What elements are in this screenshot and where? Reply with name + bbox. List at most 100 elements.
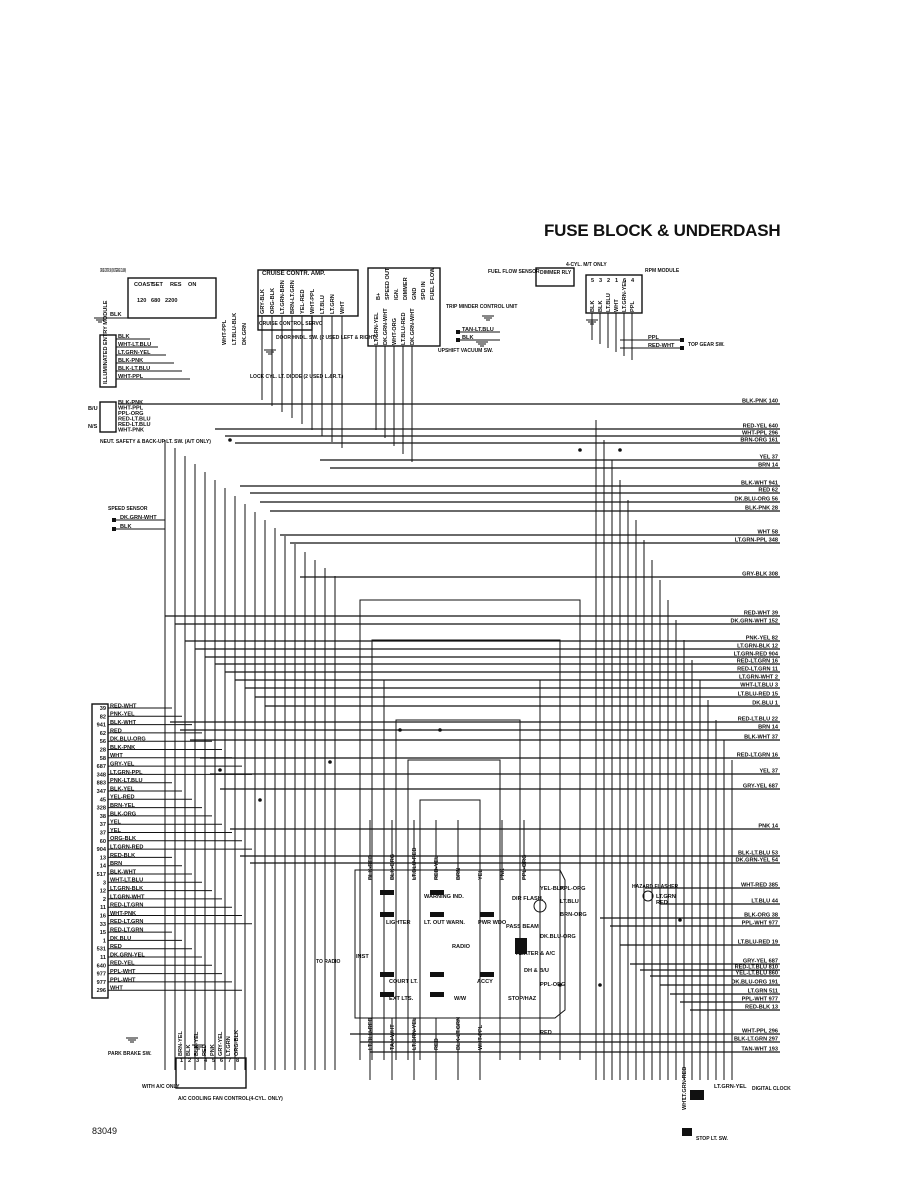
- rpm-caption: RPM MODULE: [645, 268, 680, 274]
- rpm-wire-label: BLK: [590, 301, 596, 313]
- door-handle-caption: DOOR HNDL. SW. (2 USED LEFT & RIGHT): [276, 335, 377, 341]
- with-ac-caption: WITH A/C ONLY: [142, 1084, 180, 1090]
- hazard-flasher-icon: [642, 890, 654, 902]
- rpm-pin-number: 5: [591, 278, 594, 284]
- park-brake-caption: PARK BRAKE SW.: [108, 1051, 152, 1057]
- upshift-caption: UPSHIFT VACUUM SW.: [438, 348, 494, 354]
- left-wire-number: 883: [97, 781, 106, 787]
- neutral-wire-label: RED-LT.BLU: [118, 422, 151, 428]
- rpm-module-box: [585, 274, 643, 314]
- left-wire-label: ORG-BLK: [110, 836, 136, 842]
- left-wire-label: WHT-LT.BLU: [110, 878, 143, 884]
- left-wire-label: YEL: [110, 828, 121, 834]
- amp-pin-label: LT.GRN: [330, 294, 336, 314]
- junction-dot: [398, 728, 402, 732]
- cruise-switch-box: [127, 277, 217, 319]
- right-wire-label: RED-YEL 640: [743, 424, 778, 430]
- left-wire-label: DK.GRN-YEL: [110, 952, 145, 958]
- left-wire-number: 941: [97, 723, 106, 729]
- left-wire-label: RED-LT.GRN: [110, 928, 143, 934]
- fuse-slot: [380, 992, 394, 997]
- fuse-top-wire-label: LT.BLU-RED: [412, 847, 418, 880]
- neutral-wire-label: PPL-ORG: [118, 411, 143, 417]
- wire-layer: [94, 313, 780, 1136]
- left-wire-label: GRY-YEL: [110, 762, 135, 768]
- left-wire-label: PPL-WHT: [110, 969, 136, 975]
- cruise-resistor-value: 2200: [165, 298, 177, 304]
- left-wire-label: WHT-PNK: [110, 911, 136, 917]
- four-cyl-caption: 4-CYL. M/T ONLY: [566, 262, 607, 268]
- fuse-mid-wire-label: RED: [540, 1030, 552, 1036]
- trip-pin-name: DIMMER: [403, 277, 409, 300]
- trip-pin-name: SPEED OUT: [385, 267, 391, 300]
- right-wire-label: RED 62: [758, 488, 778, 494]
- left-wire-number: 62: [100, 731, 106, 737]
- neutral-wire-label: WHT-PNK: [118, 428, 144, 434]
- rpm-wire-label: LT.GRN-YEL: [622, 279, 628, 312]
- lower-wire-label: BLK-LT.GRN: [456, 1017, 462, 1050]
- right-wire-label: WHT-PPL 296: [742, 1029, 778, 1035]
- rpm-wire-label: BLK: [598, 301, 604, 313]
- servo-wire-label: DK.GRN: [242, 323, 248, 345]
- cruise-amp-caption: CRUISE CONTR. AMP.: [262, 271, 325, 277]
- left-wire-label: RED-YEL: [110, 961, 135, 967]
- fuse-ww-label: W/W: [454, 996, 467, 1002]
- ac-pin-number: 2: [188, 1058, 191, 1064]
- right-wire-label: BRN 14: [758, 463, 779, 469]
- left-wire-number: 56: [100, 739, 106, 745]
- right-wire-label: BLK-PNK 140: [742, 399, 778, 405]
- top-gear-caption: TOP GEAR SW.: [688, 342, 725, 348]
- amp-pin-label: WHT: [340, 301, 346, 314]
- left-wire-label: LT.GRN-BLK: [110, 886, 143, 892]
- dir-wire-label: LT.BLU: [560, 899, 579, 905]
- left-wire-number: 13: [100, 855, 106, 861]
- page-title: FUSE BLOCK & UNDERDASH: [544, 221, 781, 240]
- dir-wire-label: BRN-ORG: [560, 912, 587, 918]
- dimmer-caption: DIMMER RLY: [540, 270, 572, 276]
- left-wire-number: 38: [100, 814, 106, 820]
- left-wire-label: RED-LT.GRN: [110, 903, 143, 909]
- ac-pin-number: 3: [196, 1058, 199, 1064]
- right-wire-label: RED-BLK 13: [745, 1005, 778, 1011]
- fuse-slot: [380, 972, 394, 977]
- cruise-switch-pin: ON: [188, 282, 196, 288]
- left-wire-label: RED: [110, 728, 122, 734]
- illum-wire-label: WHT-PPL: [118, 374, 144, 380]
- left-wire-label: BLK-PNK: [110, 745, 135, 751]
- right-wire-label: GRY-YEL 687: [743, 959, 778, 965]
- ac-wire-label: BRN-YEL: [178, 1031, 184, 1056]
- right-wire-label: BLK-WHT 941: [741, 481, 778, 487]
- junction-dot: [618, 448, 622, 452]
- left-wire-label: RED-WHT: [110, 703, 137, 709]
- top-gear-label: PPL: [648, 335, 659, 341]
- hazard-caption: HAZARD FLASHER: [632, 884, 678, 890]
- ac-wire-label: BLK-YEL: [194, 1031, 200, 1056]
- fuse-radio-label: RADIO: [452, 944, 471, 950]
- right-wire-label: PNK-YEL 82: [746, 636, 778, 642]
- ground-icon: [482, 315, 494, 321]
- left-wire-label: WHT: [110, 986, 123, 992]
- servo-wire-label: WHT-PPL: [222, 319, 228, 345]
- left-wire-number: 33: [100, 922, 106, 928]
- right-wire-label: WHT 58: [757, 530, 778, 536]
- upshift-connector-pin: [456, 330, 460, 334]
- fuse-dirflash-label: DIR FLASH.: [512, 896, 544, 902]
- right-wire-label: LT.GRN-WHT 2: [739, 675, 778, 681]
- fuse-top-wire-label: BLK-ORG: [390, 854, 396, 880]
- left-wire-number: 348: [97, 772, 106, 778]
- illum-caption: ILLUMINATED ENTRY MODULE: [103, 300, 109, 384]
- speed-wire-label: BLK: [120, 524, 132, 530]
- amp-pin-label: WHT-PPL: [310, 288, 316, 314]
- amp-pin-label: LT.BLU: [320, 295, 326, 314]
- junction-dot: [218, 768, 222, 772]
- left-wire-number: 904: [97, 847, 107, 853]
- ac-pin-number: 8: [236, 1058, 239, 1064]
- right-wire-label: BRN-ORG 161: [740, 438, 778, 444]
- rpm-wire-label: LT.BLU: [606, 293, 612, 312]
- right-wire-label: DK.BLU 1: [752, 701, 778, 707]
- dir-wire-label: PPL-ORG: [560, 886, 585, 892]
- left-wire-number: 977: [97, 980, 106, 986]
- trip-wire-label: DK.GRN-WHT: [410, 308, 416, 345]
- loop-wire: [395, 719, 521, 1060]
